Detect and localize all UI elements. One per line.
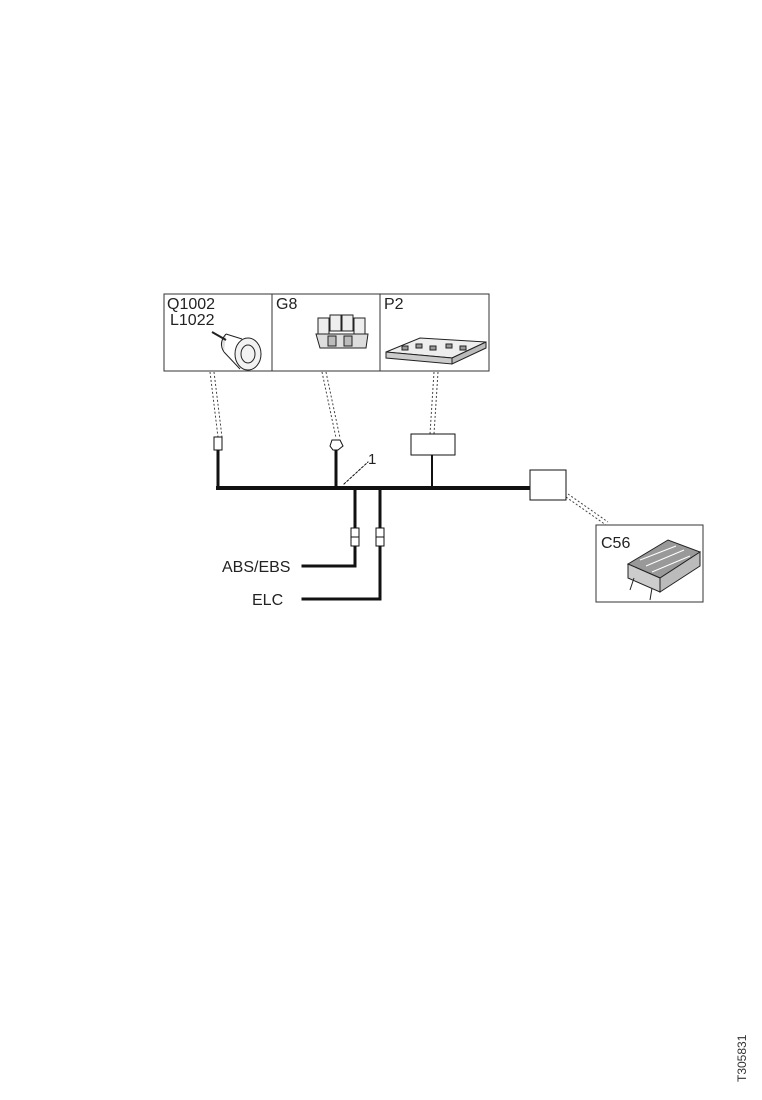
component-q1002: Q1002 L1022 [167,296,262,371]
component-g8-label: G8 [276,296,297,313]
component-panel: Q1002 L1022 G8 [163,293,490,372]
component-q1002-label: Q1002 [167,296,215,313]
wire-label-abs-ebs: ABS/EBS [222,559,290,576]
connector-block-illustration [626,539,702,601]
sensor-illustration [211,331,262,371]
drawing-code: T305831 [735,1034,749,1082]
callout-leader [343,461,369,485]
harness [216,446,534,601]
callout-number: 1 [368,451,376,468]
leader-lines [209,371,609,526]
connector-q1002 [213,436,223,451]
component-g8: G8 [276,296,369,349]
component-p2: P2 [384,296,487,365]
board-illustration [385,337,487,365]
component-l1022-label: L1022 [170,312,215,329]
harness-connectors [213,433,567,547]
connector-c56 [529,469,567,501]
connector-p2 [410,433,456,456]
connector-g8 [329,439,344,451]
component-c56: C56 [595,524,704,603]
component-c56-label: C56 [601,535,630,552]
wire-label-elc: ELC [252,592,283,609]
relay-block-illustration [315,314,369,349]
component-p2-label: P2 [384,296,404,313]
